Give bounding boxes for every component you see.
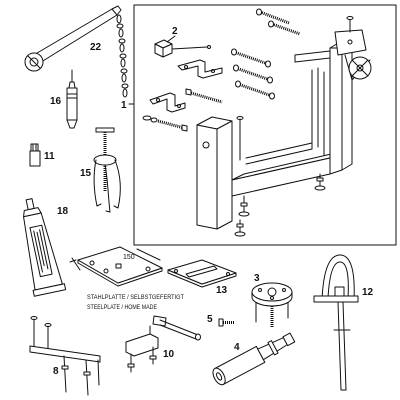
steelplate <box>69 246 163 287</box>
part-3-flange <box>251 282 293 328</box>
part-11-bottle <box>29 143 41 167</box>
callout-1: 1 <box>121 100 127 111</box>
callout-16: 16 <box>50 96 62 107</box>
callout-18: 18 <box>57 206 69 217</box>
part-4-punch <box>212 332 296 386</box>
part-5-screw <box>218 318 234 327</box>
small-top-bolts <box>256 8 301 36</box>
long-bolt <box>185 88 223 104</box>
part-22-pin-spanner <box>24 5 129 98</box>
callout-15: 15 <box>80 168 92 179</box>
spanner-chain <box>116 14 129 98</box>
part-12-hoop-tool <box>313 254 359 391</box>
callout-5: 5 <box>207 314 213 325</box>
callout-4: 4 <box>234 342 240 353</box>
callout-2: 2 <box>172 26 178 37</box>
callout-12: 12 <box>362 287 374 298</box>
callout-2-leader <box>166 35 176 43</box>
clamp-and-pulley <box>334 16 372 81</box>
part-8-rod-bracket <box>29 316 101 396</box>
callout-10: 10 <box>163 349 175 360</box>
steelplate-dimension: 150 <box>123 254 135 261</box>
callout-22: 22 <box>90 42 102 53</box>
part-10-bracket-tool <box>125 315 201 373</box>
steelplate-note-en: STEELPLATE / HOME MADE <box>87 305 157 311</box>
main-u-frame <box>196 41 353 230</box>
steelplate-note-de: STAHLPLATTE / SELBSTGEFERTIGT <box>87 295 184 301</box>
callout-13: 13 <box>216 285 228 296</box>
frame-feet <box>234 173 326 237</box>
part-13-slotted-plate <box>167 259 237 288</box>
dimension-line <box>136 248 161 261</box>
washers-and-bolt <box>142 115 188 132</box>
z-bracket <box>177 59 223 79</box>
callout-8: 8 <box>53 366 59 377</box>
part-1-frame-box <box>128 4 397 246</box>
threaded-rods <box>231 48 275 100</box>
callout-3: 3 <box>254 273 260 284</box>
part-2-block <box>154 35 211 58</box>
callout-11: 11 <box>44 151 55 162</box>
part-18-tube <box>23 198 67 297</box>
l-bracket <box>149 92 186 113</box>
part-15-puller <box>93 127 121 213</box>
part-16-drift <box>66 69 78 129</box>
